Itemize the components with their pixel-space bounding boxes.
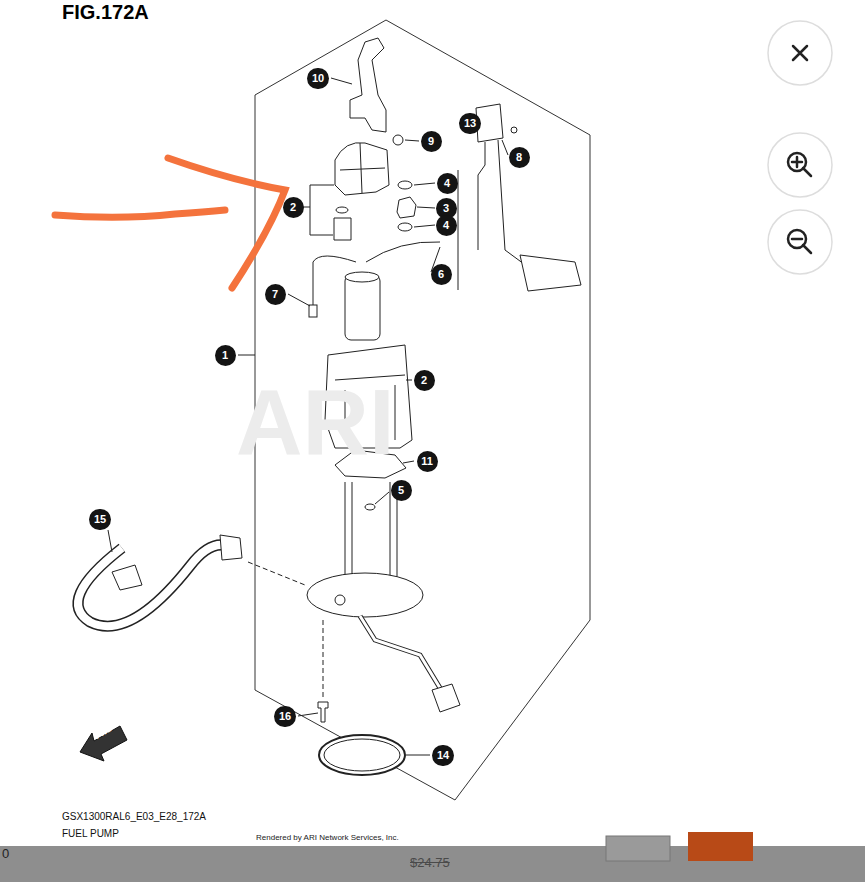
callout-bracket bbox=[301, 185, 334, 235]
callout-number: 6 bbox=[431, 264, 452, 285]
quantity-box bbox=[606, 836, 670, 861]
pipe bbox=[360, 616, 440, 688]
wire bbox=[366, 242, 440, 262]
hose-clamp bbox=[112, 565, 142, 590]
callout-number: 14 bbox=[432, 745, 454, 766]
pump-top bbox=[345, 272, 379, 282]
zoom-out-button bbox=[768, 210, 832, 274]
filter bbox=[334, 218, 351, 240]
pump-cap bbox=[335, 143, 389, 195]
bolt bbox=[318, 702, 328, 722]
nut bbox=[335, 595, 345, 605]
zoom-in-button bbox=[768, 133, 832, 197]
callout-number: 7 bbox=[265, 284, 286, 305]
figure-code: GSX1300RAL6_E03_E28_172A bbox=[62, 811, 206, 822]
terminal bbox=[309, 305, 317, 317]
callout-number: 10 bbox=[307, 68, 329, 89]
callout-number: 5 bbox=[391, 480, 412, 501]
callout-number: 11 bbox=[417, 451, 438, 472]
callout-text: 5 bbox=[398, 485, 404, 496]
callout-text: 15 bbox=[94, 514, 106, 525]
bracket bbox=[350, 38, 386, 132]
callout-text: 1 bbox=[222, 350, 228, 361]
callout-text: 2 bbox=[421, 375, 427, 386]
figure-name: FUEL PUMP bbox=[62, 828, 119, 839]
zoom-in-icon bbox=[792, 157, 811, 176]
callout-text: 10 bbox=[312, 73, 324, 84]
fuel-pump bbox=[345, 275, 380, 340]
callout-text: 2 bbox=[290, 202, 296, 213]
figure-title: FIG.172A bbox=[62, 1, 149, 24]
dash-line bbox=[248, 562, 305, 585]
hose bbox=[78, 545, 228, 626]
pipe-inner bbox=[360, 616, 440, 688]
callout-number: 4 bbox=[436, 215, 457, 236]
o-ring bbox=[365, 504, 375, 510]
callout-number: 9 bbox=[421, 131, 442, 152]
gasket bbox=[319, 735, 405, 775]
callout-text: 16 bbox=[279, 711, 291, 722]
zoom-out-icon bbox=[792, 239, 811, 253]
close-button bbox=[768, 21, 832, 85]
gasket-inner bbox=[324, 739, 400, 771]
regulator bbox=[397, 197, 416, 218]
cap-detail bbox=[340, 143, 385, 193]
float bbox=[520, 255, 581, 291]
hose-connector bbox=[220, 535, 242, 560]
callout-text: 9 bbox=[428, 136, 434, 147]
screw bbox=[511, 127, 517, 133]
callout-number: 1 bbox=[215, 345, 236, 366]
callout-number: 8 bbox=[509, 147, 530, 168]
callout-number: 15 bbox=[89, 509, 111, 530]
o-ring bbox=[398, 223, 412, 231]
callout-text: 6 bbox=[438, 269, 444, 280]
cart-button bbox=[688, 832, 753, 861]
panel bbox=[0, 0, 865, 846]
connector bbox=[432, 684, 460, 712]
callout-text: 8 bbox=[516, 152, 522, 163]
callout-text: 11 bbox=[421, 456, 433, 467]
callout-number: 16 bbox=[274, 706, 296, 727]
flange bbox=[307, 573, 423, 617]
leader-line bbox=[108, 78, 508, 755]
orange-mark bbox=[55, 210, 225, 217]
callout-text: 14 bbox=[437, 750, 449, 761]
callout-text: 7 bbox=[272, 289, 278, 300]
cut-price: 0 bbox=[2, 847, 9, 861]
callout-number: 2 bbox=[414, 370, 435, 391]
o-ring bbox=[336, 207, 348, 213]
callout-text: 13 bbox=[464, 118, 476, 129]
orange-mark bbox=[168, 158, 285, 288]
price: $24.75 bbox=[410, 856, 450, 870]
close-icon bbox=[793, 46, 807, 60]
callout-number: 13 bbox=[459, 113, 481, 134]
callout-text: 4 bbox=[444, 178, 450, 189]
callout-text: 4 bbox=[443, 220, 449, 231]
callout-number: 2 bbox=[283, 197, 304, 218]
watermark: ARI bbox=[236, 372, 394, 473]
o-ring bbox=[398, 181, 412, 189]
screw bbox=[393, 135, 403, 145]
callout-text: 3 bbox=[443, 203, 449, 214]
credit: Rendered by ARI Network Services, Inc. bbox=[256, 834, 399, 843]
dash-line bbox=[323, 620, 324, 700]
callout-number: 4 bbox=[437, 173, 458, 194]
hose-inner bbox=[78, 545, 228, 626]
